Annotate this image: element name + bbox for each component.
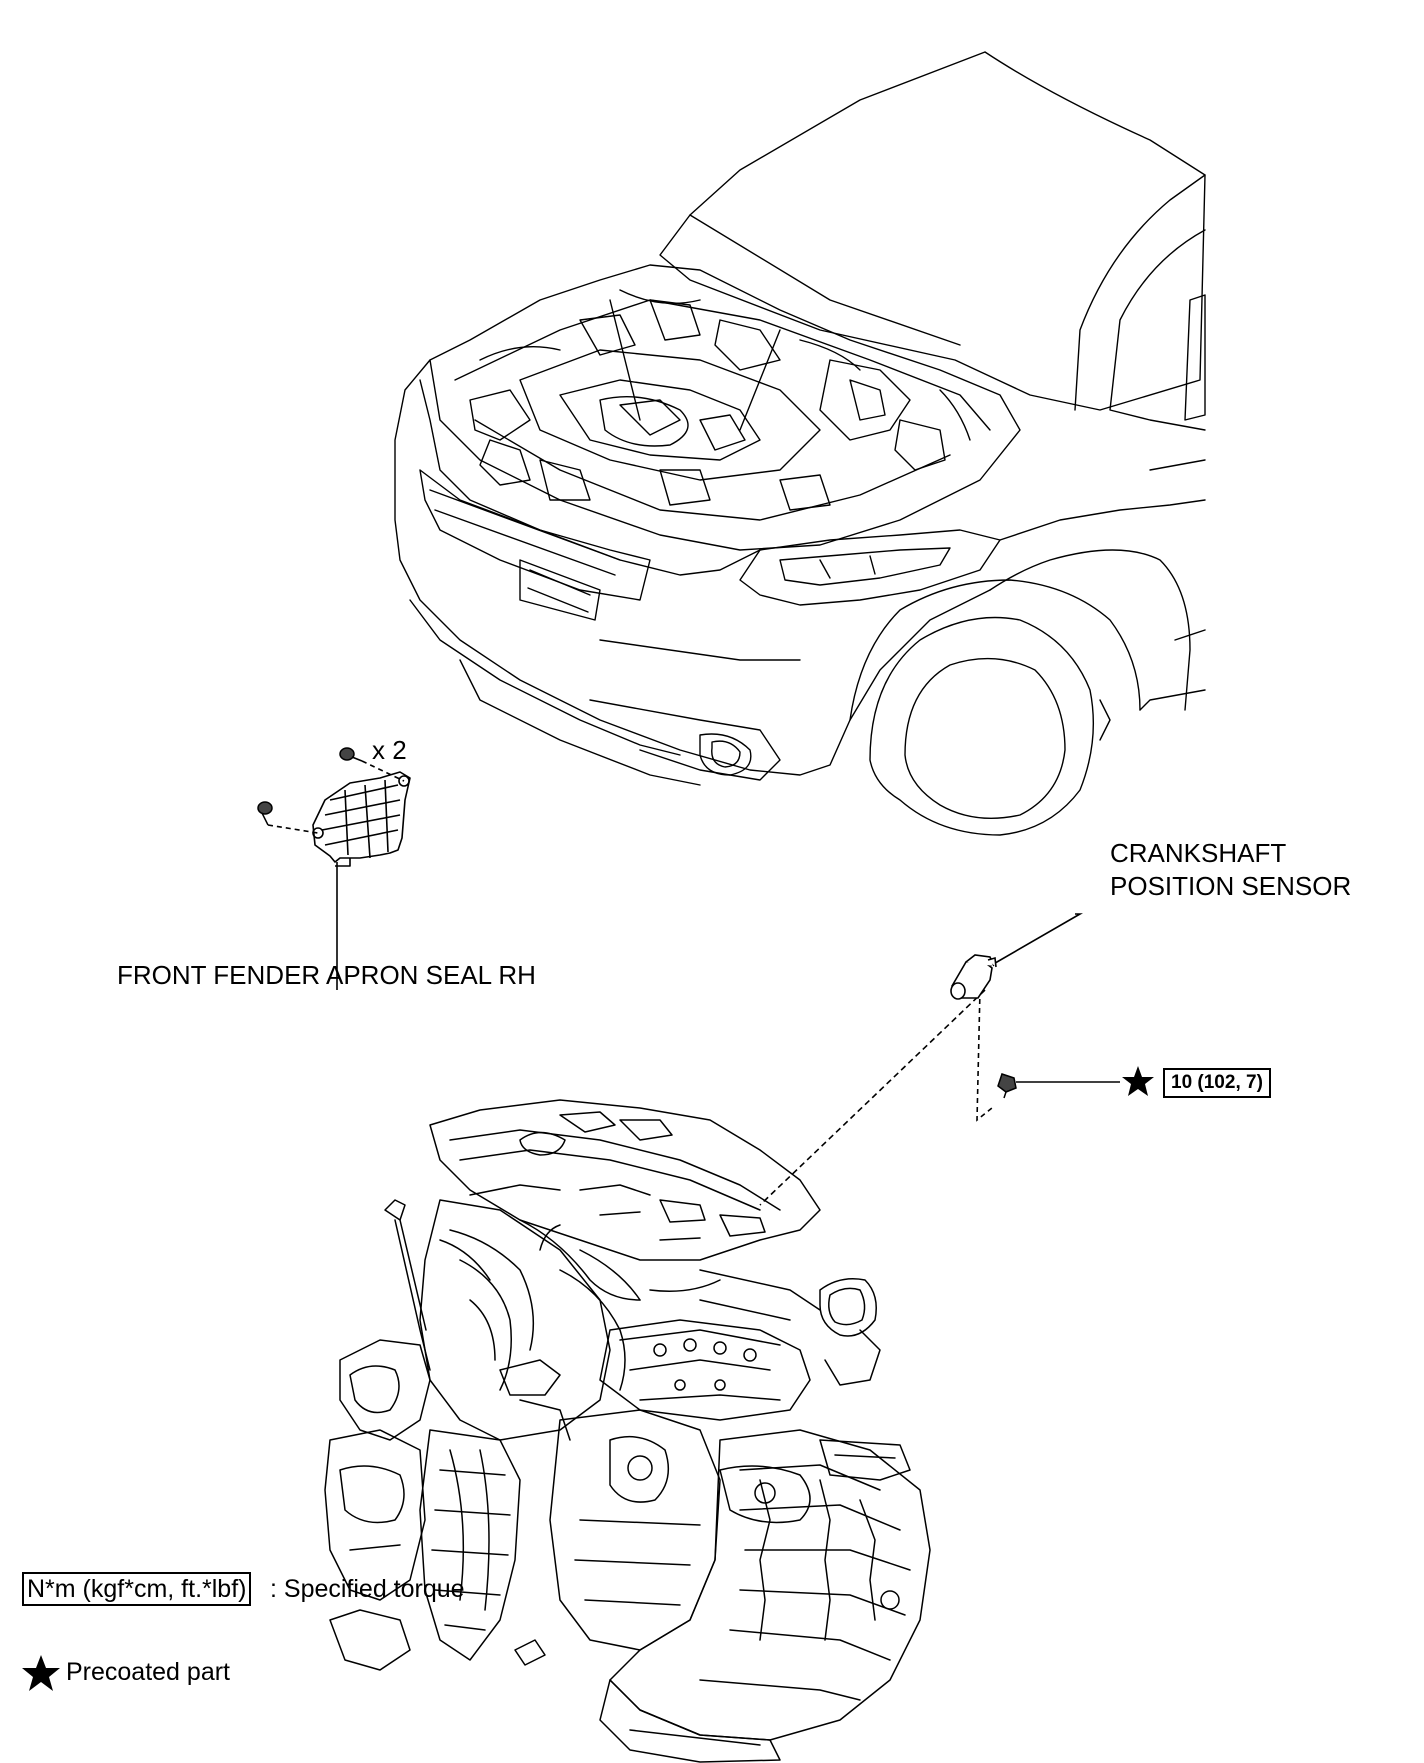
sensor-label-line2: POSITION SENSOR xyxy=(1110,871,1352,901)
bolt-icon xyxy=(997,1073,1017,1099)
star-icon xyxy=(22,1655,60,1691)
star-icon xyxy=(1122,1066,1154,1096)
engine-assembly xyxy=(324,1099,931,1763)
sensor-label-line1: CRANKSHAFT xyxy=(1110,838,1287,868)
clip-count-label: x 2 xyxy=(372,735,407,765)
bolt-star-shape xyxy=(1122,1066,1154,1096)
clip-icon xyxy=(257,747,363,826)
legend-star-shape xyxy=(22,1655,60,1691)
apron-seal-label: FRONT FENDER APRON SEAL RH xyxy=(117,960,536,990)
legend-precoated-desc: Precoated part xyxy=(66,1658,230,1686)
leader-lines xyxy=(267,760,1120,1206)
vehicle-illustration xyxy=(394,51,1206,836)
sensor-icon xyxy=(950,954,997,1000)
front-fender-apron-seal xyxy=(312,771,411,867)
bolt-torque-spec: 10 (102, 7) xyxy=(1163,1068,1271,1098)
legend-torque-unit-box: N*m (kgf*cm, ft.*lbf) xyxy=(22,1572,252,1606)
legend-torque-desc: : Specified torque xyxy=(270,1575,465,1603)
